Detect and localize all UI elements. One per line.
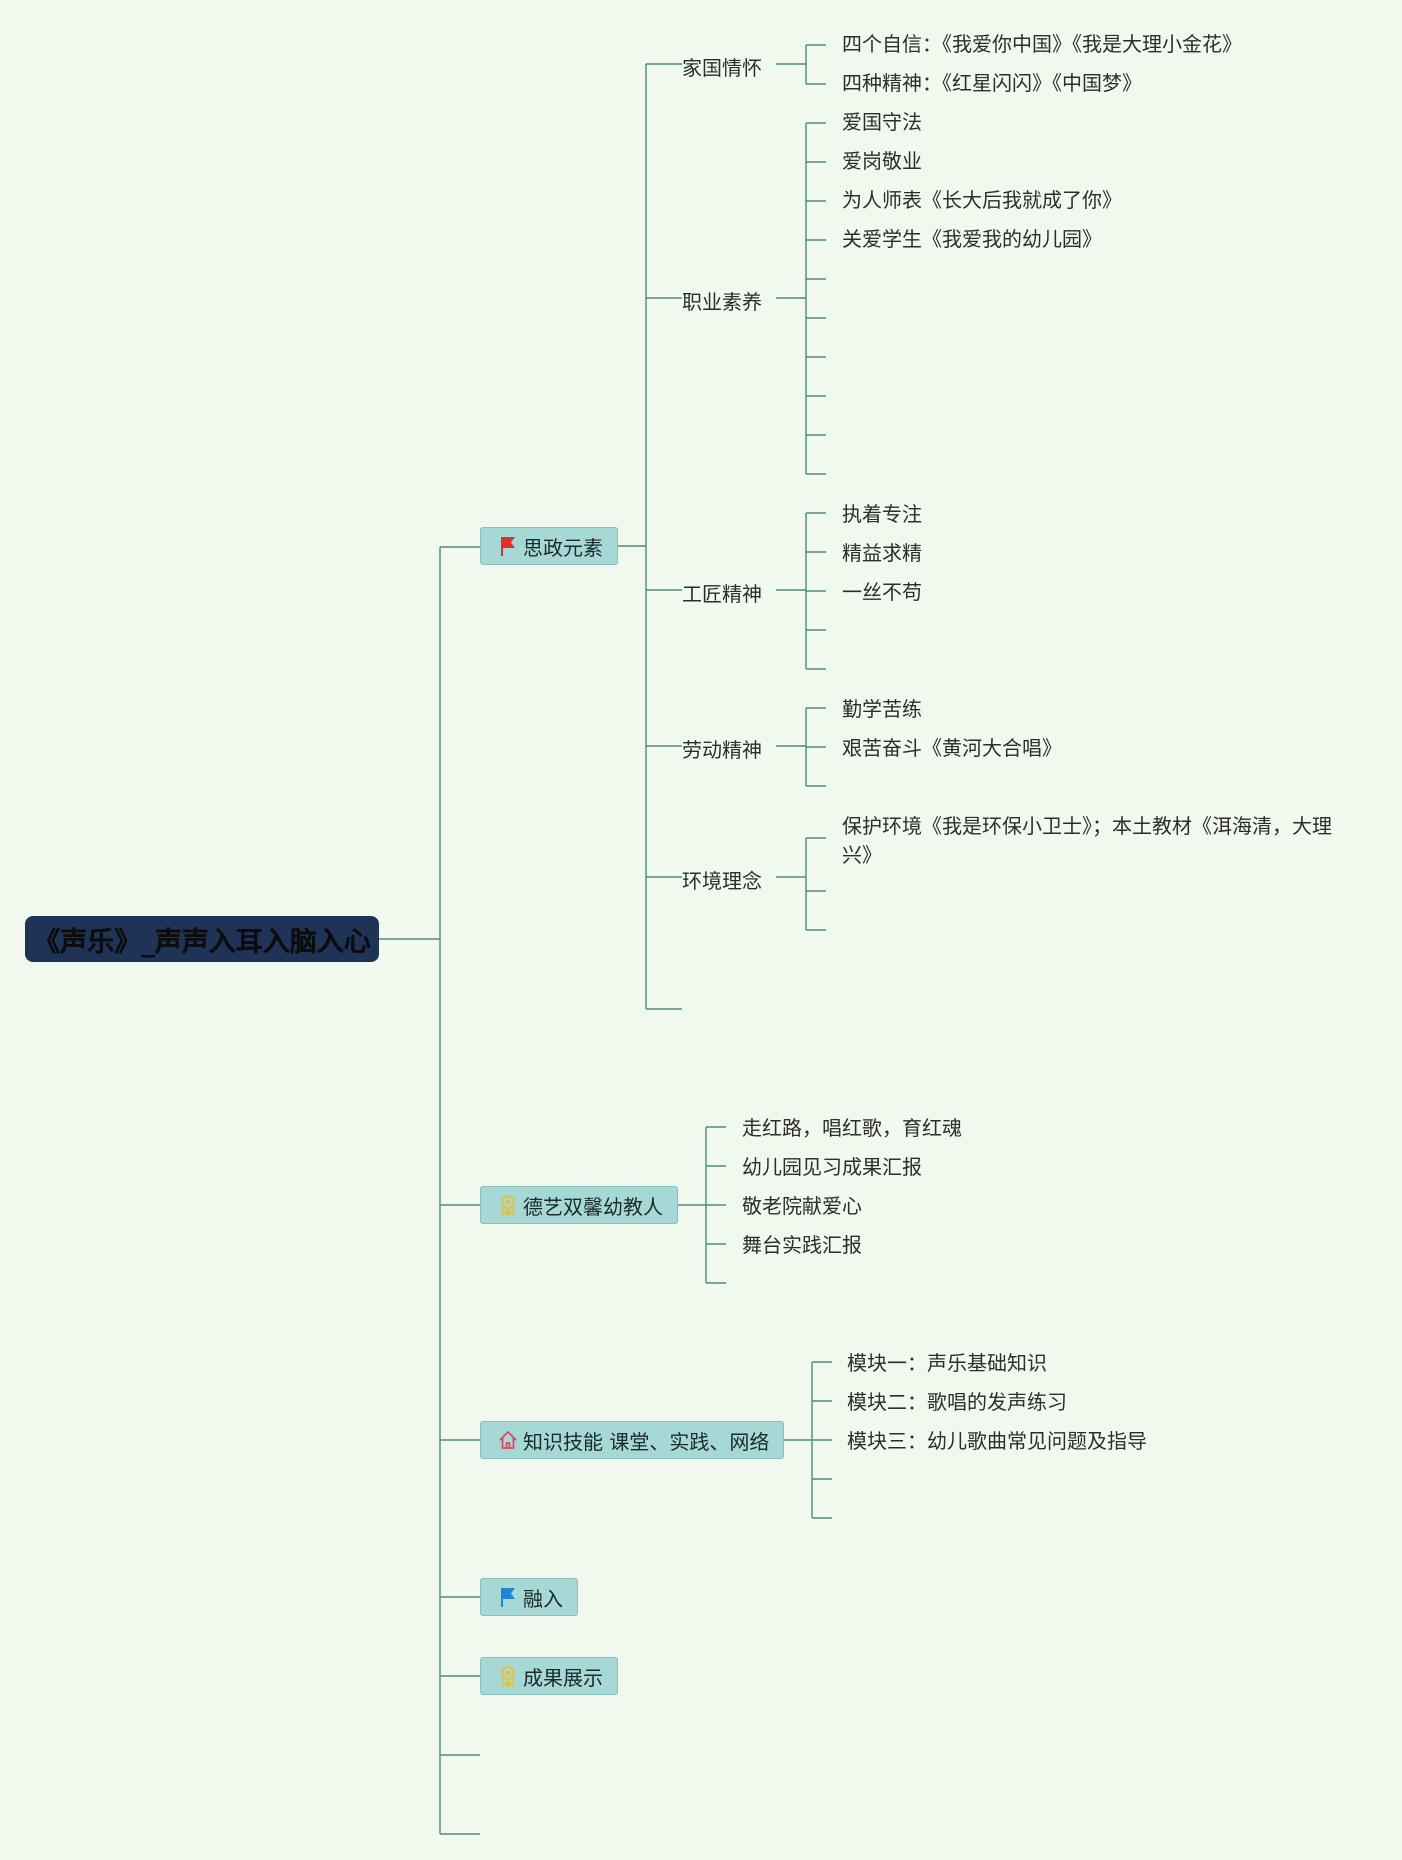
subtopic-jiaguo[interactable]: 家国情怀	[682, 56, 762, 80]
topic-sizheng[interactable]: 思政元素	[480, 527, 618, 565]
topic-rongru[interactable]: 融入	[480, 1578, 578, 1616]
topic-deyi[interactable]: 德艺双馨幼教人	[480, 1186, 678, 1224]
subtopic-huanjing[interactable]: 环境理念	[682, 869, 762, 893]
topic-label: 成果展示	[523, 1665, 603, 1690]
leaf-item[interactable]: 一丝不苟	[842, 580, 922, 604]
leaf-item[interactable]: 保护环境《我是环保小卫士》；本土教材《洱海清，大理	[842, 814, 1332, 838]
leaf-item[interactable]: 模块一：声乐基础知识	[847, 1351, 1047, 1375]
leaf-item[interactable]: 走红路，唱红歌，育红魂	[742, 1116, 962, 1140]
subtopic-gongjiang[interactable]: 工匠精神	[682, 582, 762, 606]
topic-zhishi[interactable]: 知识技能 课堂、实践、网络	[480, 1421, 785, 1459]
topic-label: 融入	[523, 1586, 563, 1611]
topic-label: 思政元素	[523, 535, 603, 560]
medal-icon	[497, 1194, 519, 1216]
red-flag-icon	[497, 535, 519, 557]
topic-label: 知识技能 课堂、实践、网络	[523, 1429, 770, 1454]
leaf-item[interactable]: 执着专注	[842, 502, 922, 526]
leaf-item[interactable]: 模块三：幼儿歌曲常见问题及指导	[847, 1429, 1147, 1453]
leaf-item[interactable]: 精益求精	[842, 541, 922, 565]
leaf-item[interactable]: 艰苦奋斗《黄河大合唱》	[842, 736, 1062, 760]
leaf-item[interactable]: 敬老院献爱心	[742, 1194, 862, 1218]
blue-flag-icon	[497, 1586, 519, 1608]
leaf-item[interactable]: 幼儿园见习成果汇报	[742, 1155, 922, 1179]
leaf-item[interactable]: 舞台实践汇报	[742, 1233, 862, 1257]
subtopic-zhiye[interactable]: 职业素养	[682, 290, 762, 314]
topic-chengguo[interactable]: 成果展示	[480, 1657, 618, 1695]
leaf-item[interactable]: 模块二：歌唱的发声练习	[847, 1390, 1067, 1414]
leaf-item[interactable]: 爱国守法	[842, 110, 922, 134]
topic-label: 德艺双馨幼教人	[523, 1194, 663, 1219]
medal-icon	[497, 1665, 519, 1687]
leaf-item[interactable]: 为人师表《长大后我就成了你》	[842, 188, 1122, 212]
leaf-item[interactable]: 四个自信：《我爱你中国》《我是大理小金花》	[842, 32, 1242, 56]
leaf-item[interactable]: 关爱学生《我爱我的幼儿园》	[842, 227, 1102, 251]
root-node[interactable]: 《声乐》_声声入耳入脑入心	[25, 916, 379, 962]
leaf-item[interactable]: 兴》	[842, 843, 882, 867]
leaf-item[interactable]: 勤学苦练	[842, 697, 922, 721]
subtopic-laodong[interactable]: 劳动精神	[682, 738, 762, 762]
leaf-item[interactable]: 爱岗敬业	[842, 149, 922, 173]
home-icon	[497, 1429, 519, 1451]
leaf-item[interactable]: 四种精神：《红星闪闪》《中国梦》	[842, 71, 1142, 95]
